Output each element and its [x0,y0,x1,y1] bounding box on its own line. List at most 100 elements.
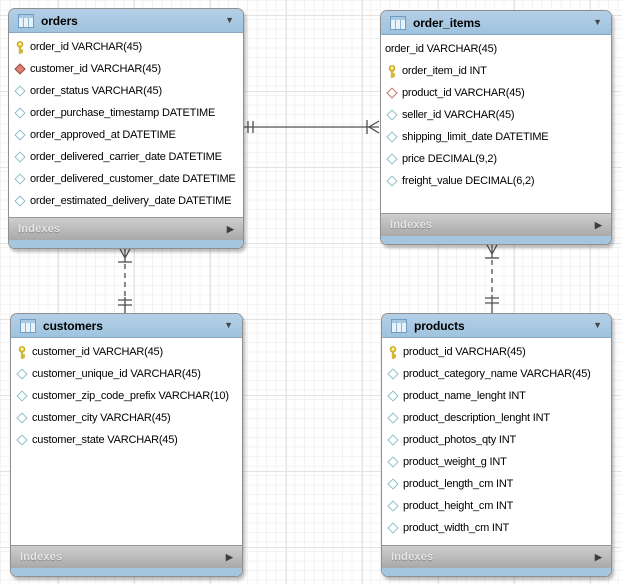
column-row[interactable]: order_delivered_customer_date DATETIME [9,168,243,190]
collapse-arrow-icon[interactable]: ▼ [225,15,234,25]
indexes-bar[interactable]: Indexes ▶ [9,217,243,240]
indexes-bar[interactable]: Indexes ▶ [382,545,611,568]
collapse-arrow-icon[interactable]: ▼ [593,320,602,330]
column-icon [15,367,28,381]
column-row[interactable]: product_height_cm INT [382,495,611,517]
table-icon [20,319,36,333]
collapse-arrow-icon[interactable]: ▼ [593,17,602,27]
column-label: customer_state VARCHAR(45) [32,434,178,446]
primary-key-icon [385,64,398,78]
foreign-key-icon [13,62,26,76]
collapse-arrow-icon[interactable]: ▼ [224,320,233,330]
column-row[interactable]: customer_city VARCHAR(45) [11,407,242,429]
column-icon [386,367,399,381]
column-icon [13,84,26,98]
column-label: product_length_cm INT [403,478,514,490]
column-row[interactable]: order_estimated_delivery_date DATETIME [9,190,243,212]
column-row[interactable]: seller_id VARCHAR(45) [381,104,611,126]
column-label: order_estimated_delivery_date DATETIME [30,195,232,207]
column-label: order_approved_at DATETIME [30,129,176,141]
column-row[interactable]: order_delivered_carrier_date DATETIME [9,146,243,168]
column-label: customer_id VARCHAR(45) [30,63,161,75]
table-header-order-items[interactable]: order_items ▼ [381,11,611,35]
column-row[interactable]: customer_id VARCHAR(45) [9,58,243,80]
column-row[interactable]: order_status VARCHAR(45) [9,80,243,102]
primary-key-icon [15,345,28,359]
column-row[interactable]: product_photos_qty INT [382,429,611,451]
column-label: product_id VARCHAR(45) [402,87,525,99]
column-label: order_id VARCHAR(45) [385,43,497,55]
column-icon [385,152,398,166]
primary-key-icon [13,40,26,54]
table-header-customers[interactable]: customers ▼ [11,314,242,338]
column-icon [386,499,399,513]
relationship-products-order-items[interactable] [485,242,499,313]
column-icon [15,411,28,425]
relationship-orders-order-items[interactable] [243,120,380,134]
column-label: order_status VARCHAR(45) [30,85,162,97]
indexes-label: Indexes [18,223,61,235]
column-row[interactable]: product_name_lenght INT [382,385,611,407]
table-order-items[interactable]: order_items ▼ order_id VARCHAR(45) order… [380,10,612,245]
table-customers[interactable]: customers ▼ customer_id VARCHAR(45) cust… [10,313,243,577]
column-icon [385,108,398,122]
column-row[interactable]: product_width_cm INT [382,517,611,539]
column-label: product_weight_g INT [403,456,507,468]
table-header-products[interactable]: products ▼ [382,314,611,338]
columns-list: order_id VARCHAR(45) customer_id VARCHAR… [9,33,243,217]
table-title: order_items [413,15,481,30]
column-row[interactable]: price DECIMAL(9,2) [381,148,611,170]
column-label: product_photos_qty INT [403,434,517,446]
column-row[interactable]: product_length_cm INT [382,473,611,495]
relationship-customers-orders[interactable] [118,246,132,313]
table-title: products [414,318,465,333]
column-label: order_delivered_customer_date DATETIME [30,173,236,185]
column-row[interactable]: product_weight_g INT [382,451,611,473]
column-icon [13,106,26,120]
column-icon [386,433,399,447]
column-row[interactable]: order_id VARCHAR(45) [9,36,243,58]
indexes-bar[interactable]: Indexes ▶ [381,213,611,236]
column-row[interactable]: customer_unique_id VARCHAR(45) [11,363,242,385]
column-row[interactable]: order_purchase_timestamp DATETIME [9,102,243,124]
column-icon [385,130,398,144]
column-row[interactable]: customer_id VARCHAR(45) [11,341,242,363]
column-row[interactable]: product_category_name VARCHAR(45) [382,363,611,385]
expand-arrow-icon: ▶ [225,551,233,562]
table-title: customers [43,318,103,333]
column-icon [386,521,399,535]
table-products[interactable]: products ▼ product_id VARCHAR(45) produc… [381,313,612,577]
indexes-bar[interactable]: Indexes ▶ [11,545,242,568]
column-row[interactable]: customer_state VARCHAR(45) [11,429,242,451]
column-row[interactable]: order_item_id INT [381,60,611,82]
table-orders[interactable]: orders ▼ order_id VARCHAR(45) customer_i… [8,8,244,249]
table-icon [18,14,34,28]
column-row[interactable]: product_id VARCHAR(45) [381,82,611,104]
column-row[interactable]: freight_value DECIMAL(6,2) [381,170,611,192]
table-title: orders [41,13,78,28]
column-label: order_purchase_timestamp DATETIME [30,107,216,119]
columns-list: order_id VARCHAR(45) order_item_id INT p… [381,35,611,213]
column-label: shipping_limit_date DATETIME [402,131,549,143]
table-header-orders[interactable]: orders ▼ [9,9,243,33]
columns-list: customer_id VARCHAR(45) customer_unique_… [11,338,242,545]
table-icon [391,319,407,333]
column-row[interactable]: product_description_lenght INT [382,407,611,429]
column-row[interactable]: order_id VARCHAR(45) [381,38,611,60]
column-icon [13,194,26,208]
column-icon [13,150,26,164]
column-label: customer_zip_code_prefix VARCHAR(10) [32,390,229,402]
table-footer-strip [11,568,242,576]
column-label: product_width_cm INT [403,522,510,534]
table-icon [390,16,406,30]
column-icon [386,455,399,469]
column-row[interactable]: order_approved_at DATETIME [9,124,243,146]
column-icon [386,477,399,491]
column-row[interactable]: shipping_limit_date DATETIME [381,126,611,148]
column-row[interactable]: customer_zip_code_prefix VARCHAR(10) [11,385,242,407]
column-row[interactable]: product_id VARCHAR(45) [382,341,611,363]
indexes-label: Indexes [390,219,433,231]
column-label: product_height_cm INT [403,500,514,512]
column-label: product_id VARCHAR(45) [403,346,526,358]
